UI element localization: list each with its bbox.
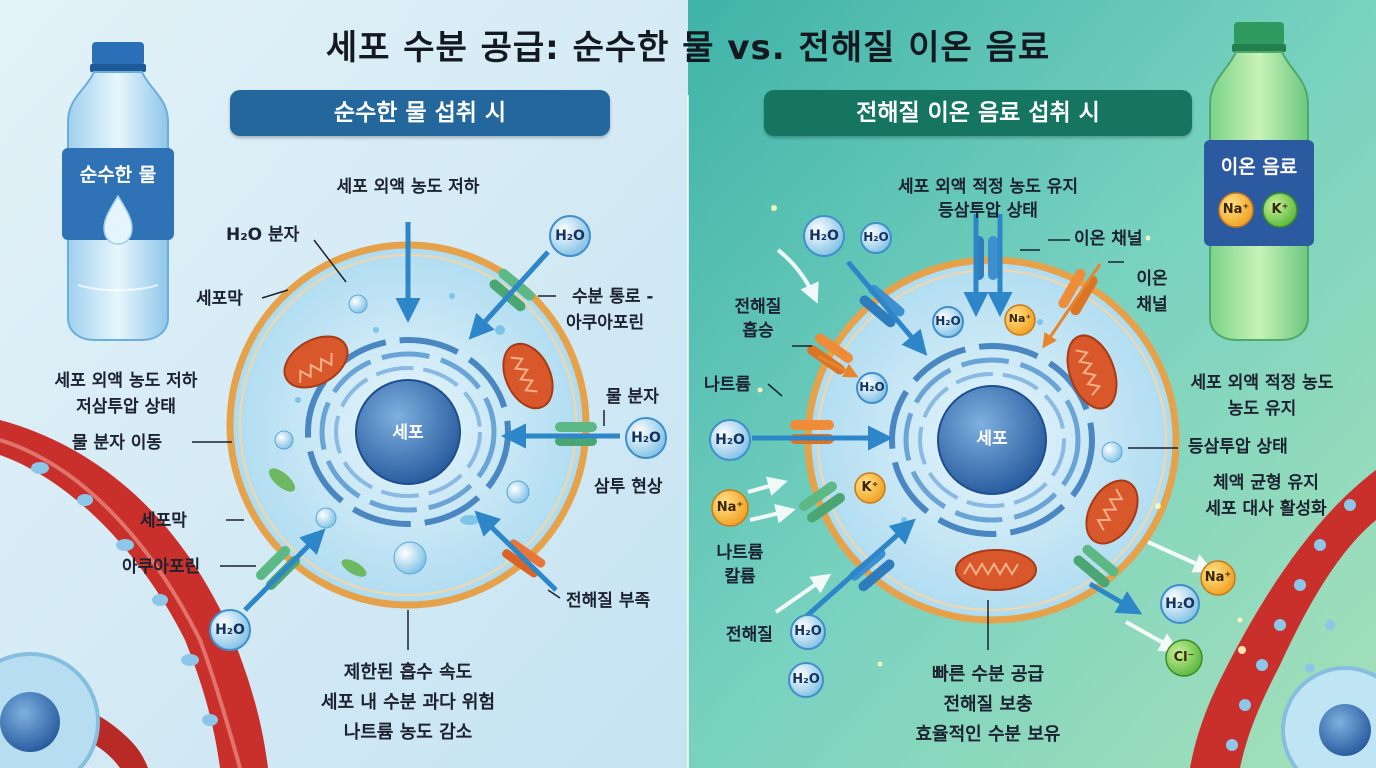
channel-label-2: 아쿠아포린 (566, 313, 645, 333)
isotonic-label: 등삼투압 상태 (1188, 437, 1288, 457)
right-bottom-2: 전해질 보충 (943, 694, 1033, 715)
bottle-ion-k: K⁺ (1271, 202, 1289, 217)
state-label-1: 세포 외액 농도 저하 (54, 371, 198, 391)
state-label-2: 저삼투압 상태 (76, 397, 176, 417)
lack-label: 전해질 부족 (566, 591, 651, 611)
r-h2o-label-7: H₂O (792, 672, 820, 687)
left-leader-lines (192, 239, 605, 650)
r-h2o-label-8: H₂O (1165, 596, 1195, 612)
absorb-label-2: 흡승 (742, 321, 774, 341)
right-white-arrows (747, 248, 1214, 652)
water-molecule-label: 물 분자 (606, 387, 659, 407)
ion-channel-label: 이온 채널 (1074, 229, 1143, 249)
right-arrows (752, 214, 1143, 624)
ion-na-3: Na⁺ (1204, 570, 1232, 585)
h2o-molecule-2 (625, 417, 667, 459)
ion-channel-label-2b: 채널 (1136, 295, 1168, 315)
membrane-top-label: 세포막 (196, 289, 243, 309)
r-h2o-label-6: H₂O (794, 624, 822, 639)
h2o-label-1: H₂O (555, 228, 585, 244)
absorb-label-1: 전해질 (734, 297, 782, 317)
osmosis-label: 삼투 현상 (594, 477, 663, 497)
movement-label: 물 분자 이동 (72, 433, 163, 453)
page-title: 세포 수분 공급: 순수한 물 vs. 전해질 이온 음료 (325, 28, 1051, 68)
right-bottom-3: 효율적인 수분 보유 (915, 724, 1061, 745)
ion-cl: Cl⁻ (1173, 650, 1195, 665)
right-top-label-2: 등삼투압 상태 (938, 201, 1038, 221)
right-ions (711, 304, 1236, 677)
left-bottom-1: 제한된 흡수 속도 (343, 662, 473, 683)
ion-drink-bottle-label: 이온 음료 (1220, 156, 1298, 178)
h2o-molecule-label: H₂O 분자 (226, 225, 300, 245)
ion-na-2: Na⁺ (716, 500, 744, 515)
balance-label-1: 체액 균형 유지 (1213, 473, 1319, 493)
membrane-bottom-label: 세포막 (140, 511, 187, 531)
right-state-2: 농도 유지 (1227, 399, 1297, 419)
ion-na-1: Na⁺ (1008, 312, 1032, 325)
left-cell-label: 세포 (392, 423, 424, 443)
h2o-label-3: H₂O (215, 622, 245, 638)
right-state-1: 세포 외액 적정 농도 (1190, 373, 1334, 393)
adjacent-cell-left-nucleus (0, 692, 60, 752)
r-h2o-label-4: H₂O (859, 380, 885, 394)
right-cell-label: 세포 (976, 429, 1008, 449)
channel-label: 수분 통로 - (572, 287, 654, 307)
h2o-molecule-1 (549, 215, 591, 257)
left-arrows (243, 222, 620, 612)
ion-drink-bottle (1204, 22, 1314, 341)
aquaporin-label: 아쿠아포린 (122, 557, 201, 577)
h2o-label-2: H₂O (631, 430, 661, 446)
blood-vessel-right (1190, 470, 1376, 768)
left-bottom-2: 세포 내 수분 과다 위험 (320, 692, 496, 713)
sodium-label: 나트륨 (704, 375, 751, 395)
left-banner: 순수한 물 섭취 시 (230, 90, 610, 136)
left-top-label: 세포 외액 농도 저하 (336, 177, 480, 197)
pure-water-bottle-label: 순수한 물 (79, 164, 157, 186)
electrolyte-label: 전해질 (726, 625, 773, 645)
adjacent-cell-right-nucleus (1319, 704, 1371, 756)
balance-label-2: 세포 대사 활성화 (1205, 499, 1327, 519)
pure-water-bottle (62, 42, 174, 341)
h2o-molecule-3 (209, 609, 251, 651)
right-h2o-molecules (709, 215, 1200, 698)
sodium-potassium-2: 칼륨 (724, 567, 756, 587)
r-h2o-label-2: H₂O (863, 230, 889, 244)
right-bottom-1: 빠른 수분 공급 (932, 664, 1044, 685)
left-bottom-3: 나트륨 농도 감소 (343, 722, 473, 743)
bottle-ion-na: Na⁺ (1222, 202, 1250, 217)
ion-channel-label-2a: 이온 (1136, 269, 1168, 289)
right-top-label-1: 세포 외액 적정 농도 유지 (897, 177, 1079, 197)
ion-k: K⁺ (861, 480, 879, 495)
r-h2o-label-1: H₂O (809, 228, 839, 244)
sparkles (757, 205, 1246, 667)
sodium-potassium-1: 나트륨 (716, 543, 764, 563)
right-banner: 전해질 이온 음료 섭취 시 (764, 90, 1192, 136)
right-orange-arrows (817, 263, 1102, 378)
r-h2o-label-3: H₂O (935, 314, 961, 328)
r-h2o-label-5: H₂O (715, 432, 745, 448)
